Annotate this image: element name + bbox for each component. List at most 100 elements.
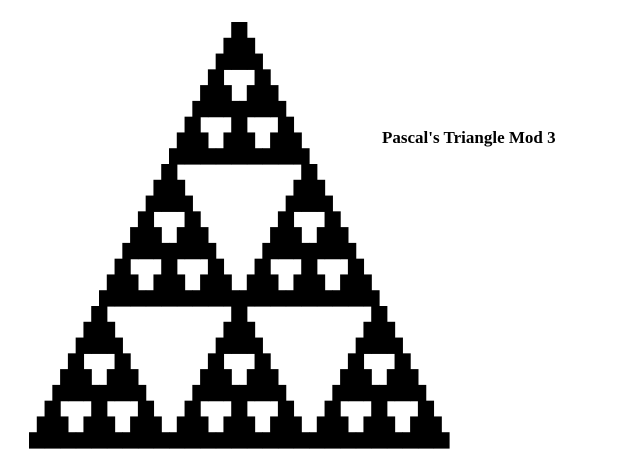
nonzero-cell [239, 290, 256, 307]
nonzero-cell [207, 384, 225, 402]
nonzero-cell [316, 416, 333, 433]
nonzero-cell [246, 369, 263, 386]
nonzero-cell [340, 432, 357, 449]
nonzero-cell [301, 195, 318, 212]
nonzero-cell [153, 242, 170, 260]
nonzero-cell [184, 211, 201, 228]
nonzero-cell [192, 384, 209, 402]
nonzero-cell [371, 432, 388, 449]
nonzero-cell [137, 400, 155, 418]
diagram-title: Pascal's Triangle Mod 3 [382, 128, 556, 147]
nonzero-cell [355, 369, 372, 386]
nonzero-cell [169, 432, 186, 449]
nonzero-cell [332, 416, 349, 433]
nonzero-cell [254, 290, 271, 307]
nonzero-cell [91, 337, 108, 354]
nonzero-cell [355, 432, 372, 449]
nonzero-cell [122, 242, 139, 260]
nonzero-cell [176, 227, 193, 244]
nonzero-cell [83, 384, 100, 402]
nonzero-cell [215, 432, 232, 449]
nonzero-cell [83, 321, 100, 339]
nonzero-cell [402, 369, 419, 386]
nonzero-cell [184, 116, 201, 134]
nonzero-cell [332, 227, 349, 244]
nonzero-cell [301, 164, 318, 181]
nonzero-cell [223, 384, 240, 402]
nonzero-cell [371, 400, 388, 418]
nonzero-cell [99, 321, 116, 339]
nonzero-cell [270, 416, 287, 433]
nonzero-cell [44, 432, 61, 449]
nonzero-cell [262, 148, 279, 165]
nonzero-cell [347, 290, 365, 307]
nonzero-cell [200, 148, 217, 165]
nonzero-cell [355, 337, 372, 354]
nonzero-cell [192, 290, 209, 307]
nonzero-cell [301, 258, 318, 276]
nonzero-cell [239, 37, 256, 55]
nonzero-cell [207, 100, 225, 118]
nonzero-cell [153, 432, 170, 449]
nonzero-cell [192, 132, 209, 149]
nonzero-cell [130, 416, 147, 433]
nonzero-cell [75, 432, 92, 449]
nonzero-cell [75, 369, 92, 386]
nonzero-cell [246, 432, 263, 449]
nonzero-cell [52, 384, 69, 402]
nonzero-cell [215, 148, 232, 165]
nonzero-cell [231, 116, 248, 134]
nonzero-cell [347, 384, 365, 402]
nonzero-cell [270, 100, 287, 118]
nonzero-cell [169, 242, 186, 260]
nonzero-cell [324, 242, 341, 260]
nonzero-cell [75, 337, 92, 354]
nonzero-cell [67, 353, 85, 370]
nonzero-cell [309, 274, 326, 291]
nonzero-cell [239, 321, 256, 339]
nonzero-cell [231, 148, 248, 165]
nonzero-cell [363, 290, 380, 307]
nonzero-cell [122, 369, 139, 386]
nonzero-cell [106, 369, 123, 386]
nonzero-cell [207, 290, 225, 307]
nonzero-cell [324, 400, 341, 418]
nonzero-cell [200, 85, 217, 102]
nonzero-cell [254, 69, 271, 86]
nonzero-cell [316, 227, 333, 244]
nonzero-cell [215, 337, 232, 354]
nonzero-cell [277, 116, 295, 134]
nonzero-cell [184, 148, 201, 165]
nonzero-cell [215, 274, 232, 291]
nonzero-cell [122, 274, 139, 291]
nonzero-cell [176, 416, 193, 433]
nonzero-cell [355, 274, 372, 291]
nonzero-cell [425, 416, 442, 433]
nonzero-cell [137, 242, 155, 260]
nonzero-cell [106, 432, 123, 449]
nonzero-cell [106, 337, 123, 354]
nonzero-cell [130, 384, 147, 402]
nonzero-cell [184, 400, 201, 418]
nonzero-cell [433, 432, 450, 449]
nonzero-cell [246, 274, 263, 291]
nonzero-cell [161, 258, 178, 276]
nonzero-cell [176, 132, 193, 149]
nonzero-cell [316, 290, 333, 307]
nonzero-cell [285, 227, 302, 244]
nonzero-cell [169, 179, 186, 197]
nonzero-cell [379, 321, 396, 339]
nonzero-cell [231, 53, 248, 70]
nonzero-cell [285, 416, 302, 433]
nonzero-cell [324, 432, 341, 449]
nonzero-cell [223, 416, 240, 433]
nonzero-cell [114, 384, 131, 402]
nonzero-cell [231, 306, 248, 323]
nonzero-cell [363, 321, 380, 339]
nonzero-cell [60, 432, 77, 449]
nonzero-cell [363, 416, 380, 433]
nonzero-cell [161, 164, 178, 181]
nonzero-cell [223, 37, 240, 55]
nonzero-cell [347, 258, 365, 276]
nonzero-cell [262, 274, 279, 291]
